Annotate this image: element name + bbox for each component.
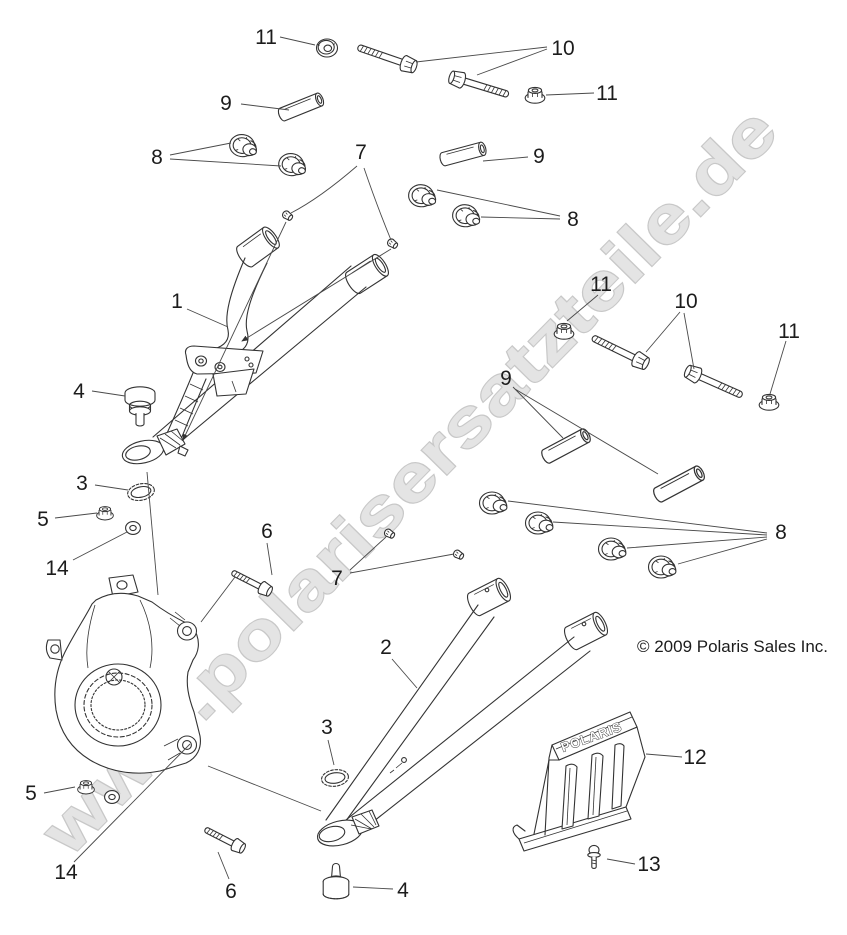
upper-a-arm: [121, 223, 392, 465]
callout-9-top-left: 9: [220, 92, 232, 115]
steering-knuckle: [45, 574, 201, 774]
pivot-bolt-part: [681, 362, 746, 404]
seal-ring-part: [319, 767, 351, 789]
callout-10-top: 10: [551, 37, 574, 60]
callout-8-top-right: 8: [567, 208, 579, 231]
grease-screw-part: [385, 237, 400, 251]
callout-11-top-right: 11: [596, 82, 618, 105]
pivot-bolt-part: [588, 329, 653, 373]
callout-9-top-right: 9: [533, 145, 545, 168]
bushing-part: [407, 183, 438, 209]
ball-joint-nut-part: [96, 506, 114, 521]
bushing-part: [451, 203, 482, 229]
callout-11-middle: 11: [590, 273, 612, 296]
callout-3-upper: 3: [76, 472, 88, 495]
flange-nut-part: [315, 38, 339, 58]
polaris-guard: POLARIS: [512, 711, 646, 852]
callout-4-lower: 4: [397, 879, 409, 902]
bushing-part: [227, 132, 260, 160]
pivot-bolt-part: [354, 39, 420, 76]
grease-screw-part: [280, 209, 295, 223]
spacer-tube-part: [650, 463, 708, 505]
bushing-part: [478, 491, 508, 515]
callout-5-lower: 5: [25, 782, 37, 805]
callout-5-upper: 5: [37, 508, 49, 531]
callout-14-lower: 14: [54, 861, 78, 884]
spacer-tube-part: [276, 91, 326, 123]
callout-12-guard: 12: [683, 746, 706, 769]
ball-joint-part: [124, 386, 156, 427]
flange-nut-part: [524, 86, 546, 104]
callout-8-top-left: 8: [151, 146, 163, 169]
lower-a-arm: [316, 575, 611, 847]
callout-14-upper: 14: [45, 557, 69, 580]
washer-part: [104, 790, 120, 804]
knuckle-bolt-part: [201, 822, 248, 856]
leader-lines: [43, 36, 787, 890]
spacer-tube-part: [539, 426, 593, 466]
spacer-tube-part: [438, 140, 488, 168]
flange-nut-part: [758, 393, 780, 411]
washer-part: [125, 521, 141, 535]
ball-joint-nut-part: [77, 780, 95, 795]
parts-artwork: POLARIS: [45, 38, 780, 900]
callout-labels: 11 10 11 9 8 7 9 8 1 11 10 11 4 9 3 5 14…: [25, 26, 800, 903]
callout-11-right: 11: [778, 320, 800, 343]
bushing-part: [276, 151, 309, 179]
grease-screw-part: [451, 548, 466, 562]
copyright-text: © 2009 Polaris Sales Inc.: [637, 637, 828, 656]
callout-8-right: 8: [775, 521, 787, 544]
guard-screw-part: [587, 844, 601, 869]
seal-ring-part: [125, 480, 157, 504]
bushing-part: [647, 555, 677, 579]
callout-2-lower-arm: 2: [380, 636, 392, 659]
callout-3-center: 3: [321, 716, 333, 739]
callout-7-middle: 7: [331, 567, 343, 590]
callout-11-top-left: 11: [255, 26, 277, 49]
bushing-part: [597, 537, 627, 561]
callout-7-top: 7: [355, 141, 367, 164]
callout-4-upper: 4: [73, 380, 85, 403]
flange-nut-part: [553, 322, 575, 340]
callout-10-middle: 10: [674, 290, 697, 313]
callout-1-upper-arm: 1: [171, 290, 183, 313]
ball-joint-part: [322, 862, 350, 900]
callout-6-lower: 6: [225, 880, 237, 903]
bushing-part: [524, 511, 554, 535]
callout-9-middle: 9: [500, 367, 512, 390]
callout-13-screw: 13: [637, 853, 660, 876]
callout-6-upper: 6: [261, 520, 273, 543]
